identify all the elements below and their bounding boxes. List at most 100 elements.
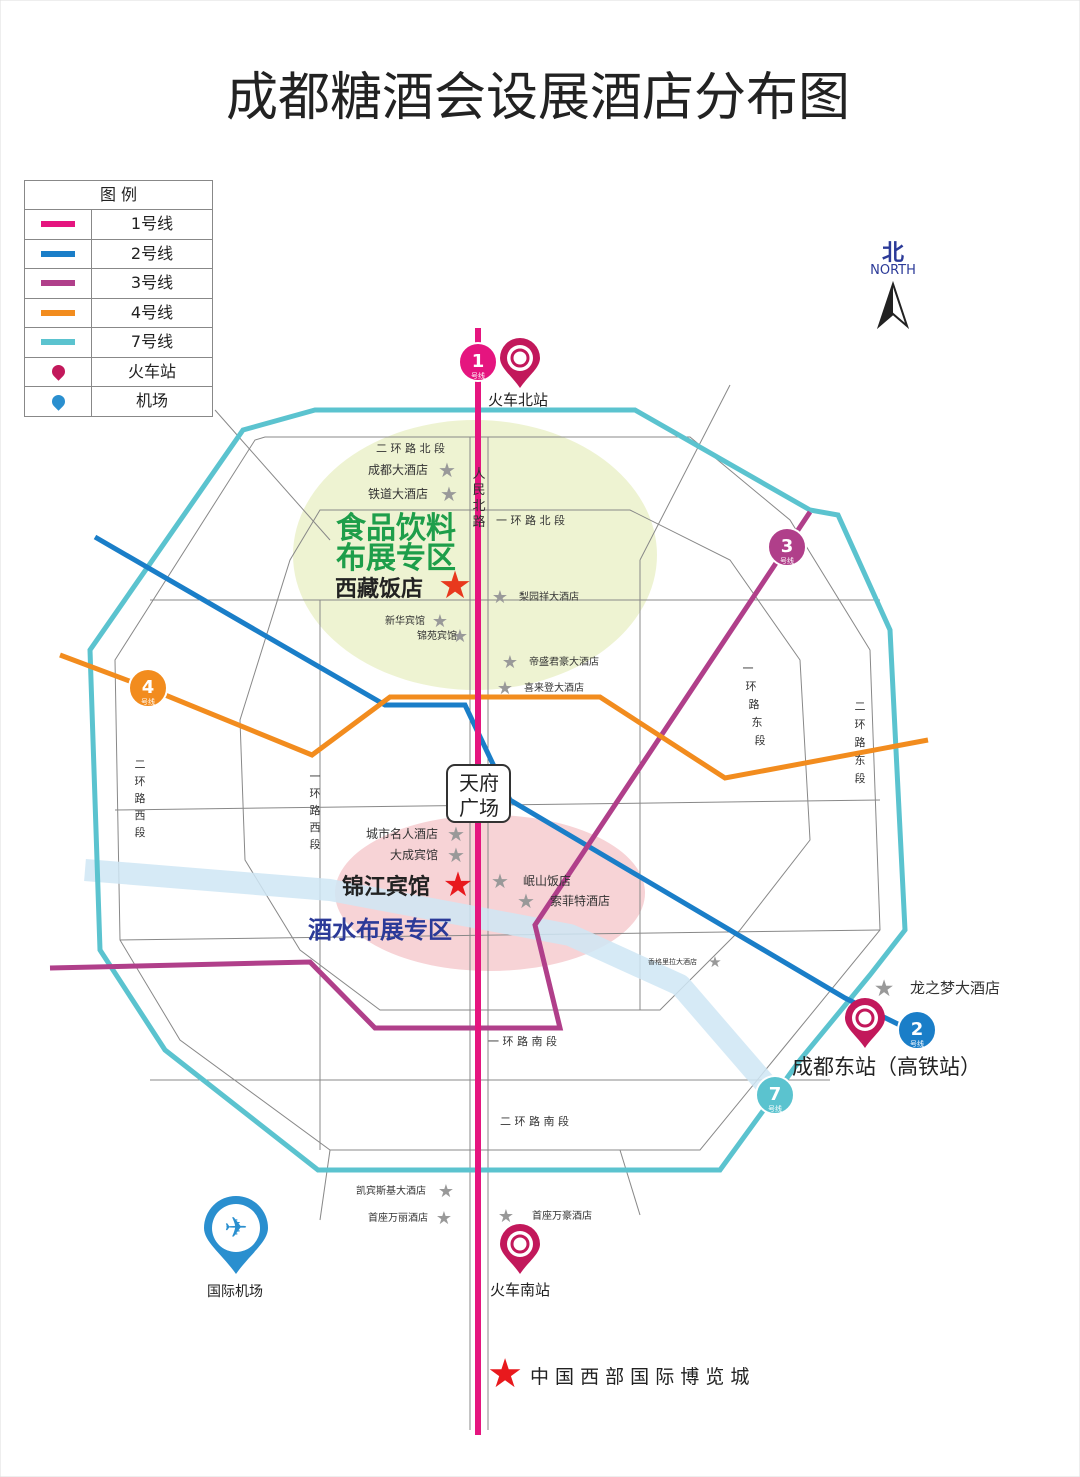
- hotel-label-dishengjunhao: 帝盛君豪大酒店: [529, 655, 599, 668]
- hotel-star-icon: ★: [447, 843, 465, 867]
- road-label: 二 环 路 北 段: [376, 441, 445, 455]
- hotel-label-tiedao: 铁道大酒店: [368, 487, 428, 501]
- line-swatch: [25, 298, 92, 327]
- svg-text:1: 1: [472, 351, 485, 372]
- svg-text:号线: 号线: [471, 371, 485, 380]
- road-label-char: 路: [749, 698, 760, 711]
- hotel-star-icon: ★: [498, 1206, 514, 1227]
- hotel-star-icon: ★: [436, 1208, 452, 1229]
- hotel-star-icon: ★: [438, 1181, 454, 1202]
- road-label-char: 环: [135, 775, 146, 788]
- svg-text:号线: 号线: [768, 1104, 782, 1113]
- legend-item: 机场: [25, 387, 212, 416]
- line-2-badge: 2号线: [897, 1010, 937, 1050]
- line-swatch: [25, 239, 92, 268]
- svg-text:3: 3: [781, 536, 794, 557]
- svg-text:北: 北: [882, 241, 904, 266]
- line-swatch: [25, 210, 92, 239]
- line-swatch: [25, 328, 92, 357]
- food-zone-label-2: 布展专区: [336, 541, 456, 576]
- svg-text:7: 7: [769, 1084, 782, 1105]
- hotel-label-xinhua: 新华宾馆: [385, 614, 425, 627]
- road-label-char: 人: [472, 467, 485, 482]
- road-label-char: 西: [135, 809, 146, 822]
- road-label-char: 一: [743, 662, 754, 675]
- legend-label: 7号线: [130, 332, 174, 351]
- road-label-char: 东: [855, 754, 866, 767]
- road-label-char: 环: [746, 680, 757, 693]
- road-label-char: 路: [855, 736, 866, 749]
- road-label-char: 段: [310, 837, 321, 851]
- hotel-label-shouzuowanhao: 首座万豪酒店: [532, 1209, 592, 1222]
- airport-pin-icon: ✈: [204, 1196, 268, 1274]
- hotel-label-kaibinsiji: 凯宾斯基大酒店: [356, 1184, 426, 1197]
- hotel-star-icon: ★: [432, 611, 448, 632]
- hotel-star-icon: ★: [438, 458, 456, 482]
- svg-text:号线: 号线: [910, 1039, 924, 1048]
- legend-item: 火车站: [25, 357, 212, 387]
- road-label-char: 段: [755, 733, 766, 747]
- road-label-char: 二: [855, 700, 866, 713]
- hotel-star-icon: ★: [447, 822, 465, 846]
- red-star-icon: ★: [443, 865, 473, 905]
- wine-zone-label: 酒水布展专区: [308, 916, 452, 944]
- hotel-label-shangrila: 香格里拉大酒店: [648, 957, 697, 966]
- tianfu-square-station: 天府 广场: [446, 764, 511, 823]
- legend-title: 图 例: [25, 181, 212, 210]
- station-north-label: 火车北站: [488, 391, 548, 409]
- airport-pin-icon: [25, 387, 92, 416]
- road-label-char: 民: [472, 483, 485, 498]
- hotel-label-suofeite: 索菲特酒店: [550, 893, 610, 908]
- train-station-pin-icon: [500, 1224, 540, 1274]
- road-label-char: 二: [135, 758, 146, 771]
- hotel-label-liyuanxiang: 梨园祥大酒店: [519, 590, 579, 603]
- road-label: 二 环 路 南 段: [500, 1114, 569, 1128]
- road-label-char: 段: [855, 771, 866, 785]
- hotel-star-icon: ★: [492, 587, 508, 608]
- svg-text:NORTH: NORTH: [870, 263, 916, 278]
- legend-item: 1号线: [25, 210, 212, 240]
- hotel-label-jinyuan: 锦苑宾馆: [417, 629, 457, 642]
- expo-city-label: 中 国 西 部 国 际 博 览 城: [530, 1366, 749, 1388]
- hotel-label-chengdu: 成都大酒店: [368, 463, 428, 477]
- legend-item: 2号线: [25, 239, 212, 269]
- hotel-label-minshan: 岷山饭店: [523, 873, 571, 888]
- legend-item: 7号线: [25, 328, 212, 358]
- road-label-char: 环: [310, 787, 321, 800]
- train-station-pin-icon: [845, 998, 885, 1048]
- train-station-pin-icon: [500, 338, 540, 388]
- hotel-star-icon: ★: [452, 626, 468, 647]
- legend-item: 4号线: [25, 298, 212, 328]
- hotel-label-shouzuowanli: 首座万丽酒店: [368, 1211, 428, 1224]
- line-1-badge: 1号线: [458, 342, 498, 382]
- line-4-badge: 4号线: [128, 668, 168, 708]
- road-label-char: 环: [855, 718, 866, 731]
- road-label-char: 段: [135, 825, 146, 839]
- road-label-char: 北: [472, 499, 485, 514]
- map-title: 成都糖酒会设展酒店分布图: [226, 68, 850, 128]
- road-label-char: 东: [752, 716, 763, 729]
- red-star-icon: ★: [487, 1351, 523, 1397]
- road-label-char: 路: [310, 804, 321, 817]
- hotel-star-icon: ★: [517, 889, 535, 913]
- hotel-label-chengshimingren: 城市名人酒店: [366, 826, 438, 841]
- svg-text:号线: 号线: [780, 556, 794, 565]
- legend-item: 3号线: [25, 269, 212, 299]
- station-south-label: 火车南站: [490, 1281, 550, 1299]
- hotel-star-icon: ★: [497, 678, 513, 699]
- road-labels: 二 环 路 北 段 一 环 路 北 段 一 环 路 南 段 二 环 路 南 段: [376, 441, 569, 1128]
- svg-text:4: 4: [142, 677, 155, 698]
- svg-text:广场: 广场: [459, 796, 499, 820]
- svg-text:天府: 天府: [459, 771, 499, 795]
- red-star-icon: ★: [438, 563, 472, 607]
- line-3-badge: 3号线: [767, 527, 807, 567]
- line-swatch: [25, 269, 92, 298]
- svg-text:号线: 号线: [141, 697, 155, 706]
- hotel-label-xilaideng: 喜来登大酒店: [524, 681, 584, 694]
- line-7-corridor: [84, 859, 784, 1103]
- legend-label: 机场: [135, 391, 168, 410]
- jinjiang-hotel-label: 锦江宾馆: [342, 874, 430, 900]
- legend-label: 4号线: [130, 302, 174, 322]
